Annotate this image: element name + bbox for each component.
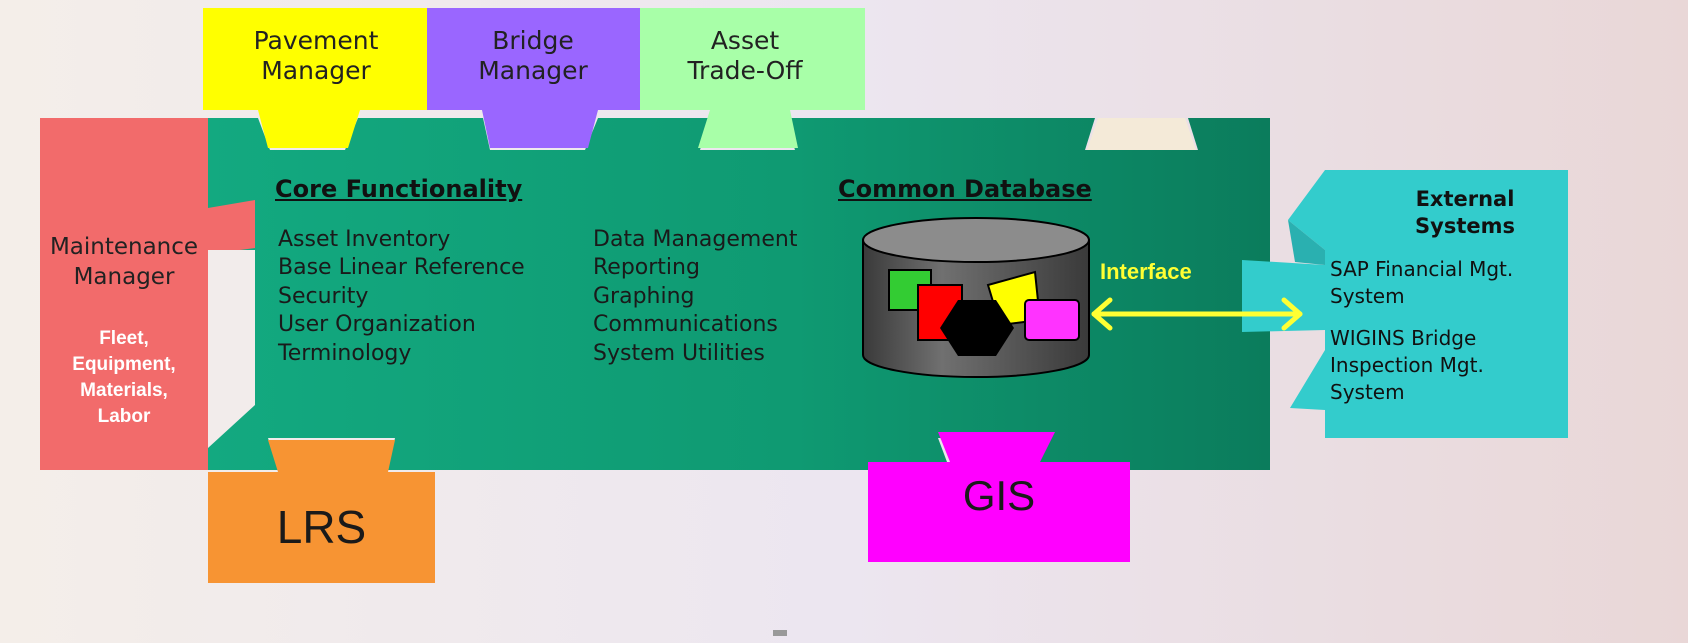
core-item: System Utilities — [593, 341, 765, 366]
black-hexagon-icon — [940, 300, 1014, 356]
core-functionality-heading: Core Functionality — [275, 175, 523, 203]
magenta-table-icon — [1024, 299, 1080, 341]
external-system-item: WIGINS Bridge Inspection Mgt. System — [1330, 326, 1484, 404]
maintenance-manager-block — [40, 118, 255, 470]
common-database-heading: Common Database — [838, 175, 1092, 203]
core-item: Reporting — [593, 255, 700, 280]
core-item: Communications — [593, 312, 778, 337]
pavement-manager-label: Pavement Manager — [253, 26, 379, 85]
asset-tradeoff-label: Asset Trade-Off — [687, 26, 803, 85]
pavement-manager-tab — [203, 8, 427, 148]
slide-marker — [773, 630, 787, 636]
interface-double-arrow — [1091, 297, 1303, 331]
core-item: Data Management — [593, 227, 798, 252]
interface-label: Interface — [1100, 259, 1192, 284]
external-systems-title: External Systems — [1415, 187, 1515, 238]
open-slot-notch — [1087, 118, 1196, 150]
core-item: Base Linear Reference — [278, 255, 525, 280]
external-systems-block — [1242, 170, 1568, 438]
core-item: Terminology — [278, 341, 412, 366]
core-item: Asset Inventory — [278, 227, 451, 252]
external-notch-left — [1288, 220, 1325, 265]
lrs-block — [208, 440, 435, 583]
core-item: Graphing — [593, 284, 695, 309]
bridge-manager-label: Bridge Manager — [478, 26, 588, 85]
core-item: Security — [278, 284, 369, 309]
asset-tradeoff-tab — [640, 8, 865, 148]
maintenance-manager-label: Maintenance Manager — [49, 234, 199, 290]
gis-label: GIS — [962, 472, 1036, 519]
external-system-item: SAP Financial Mgt. System — [1330, 257, 1514, 308]
bridge-manager-tab — [427, 8, 640, 148]
maintenance-details-label: Fleet, Equipment, Materials, Labor — [72, 328, 176, 427]
core-functionality-panel — [208, 118, 1270, 470]
gis-block — [868, 432, 1130, 562]
lrs-label: LRS — [276, 501, 367, 553]
database-cylinder-icon — [862, 217, 1090, 378]
core-item: User Organization — [278, 312, 476, 337]
